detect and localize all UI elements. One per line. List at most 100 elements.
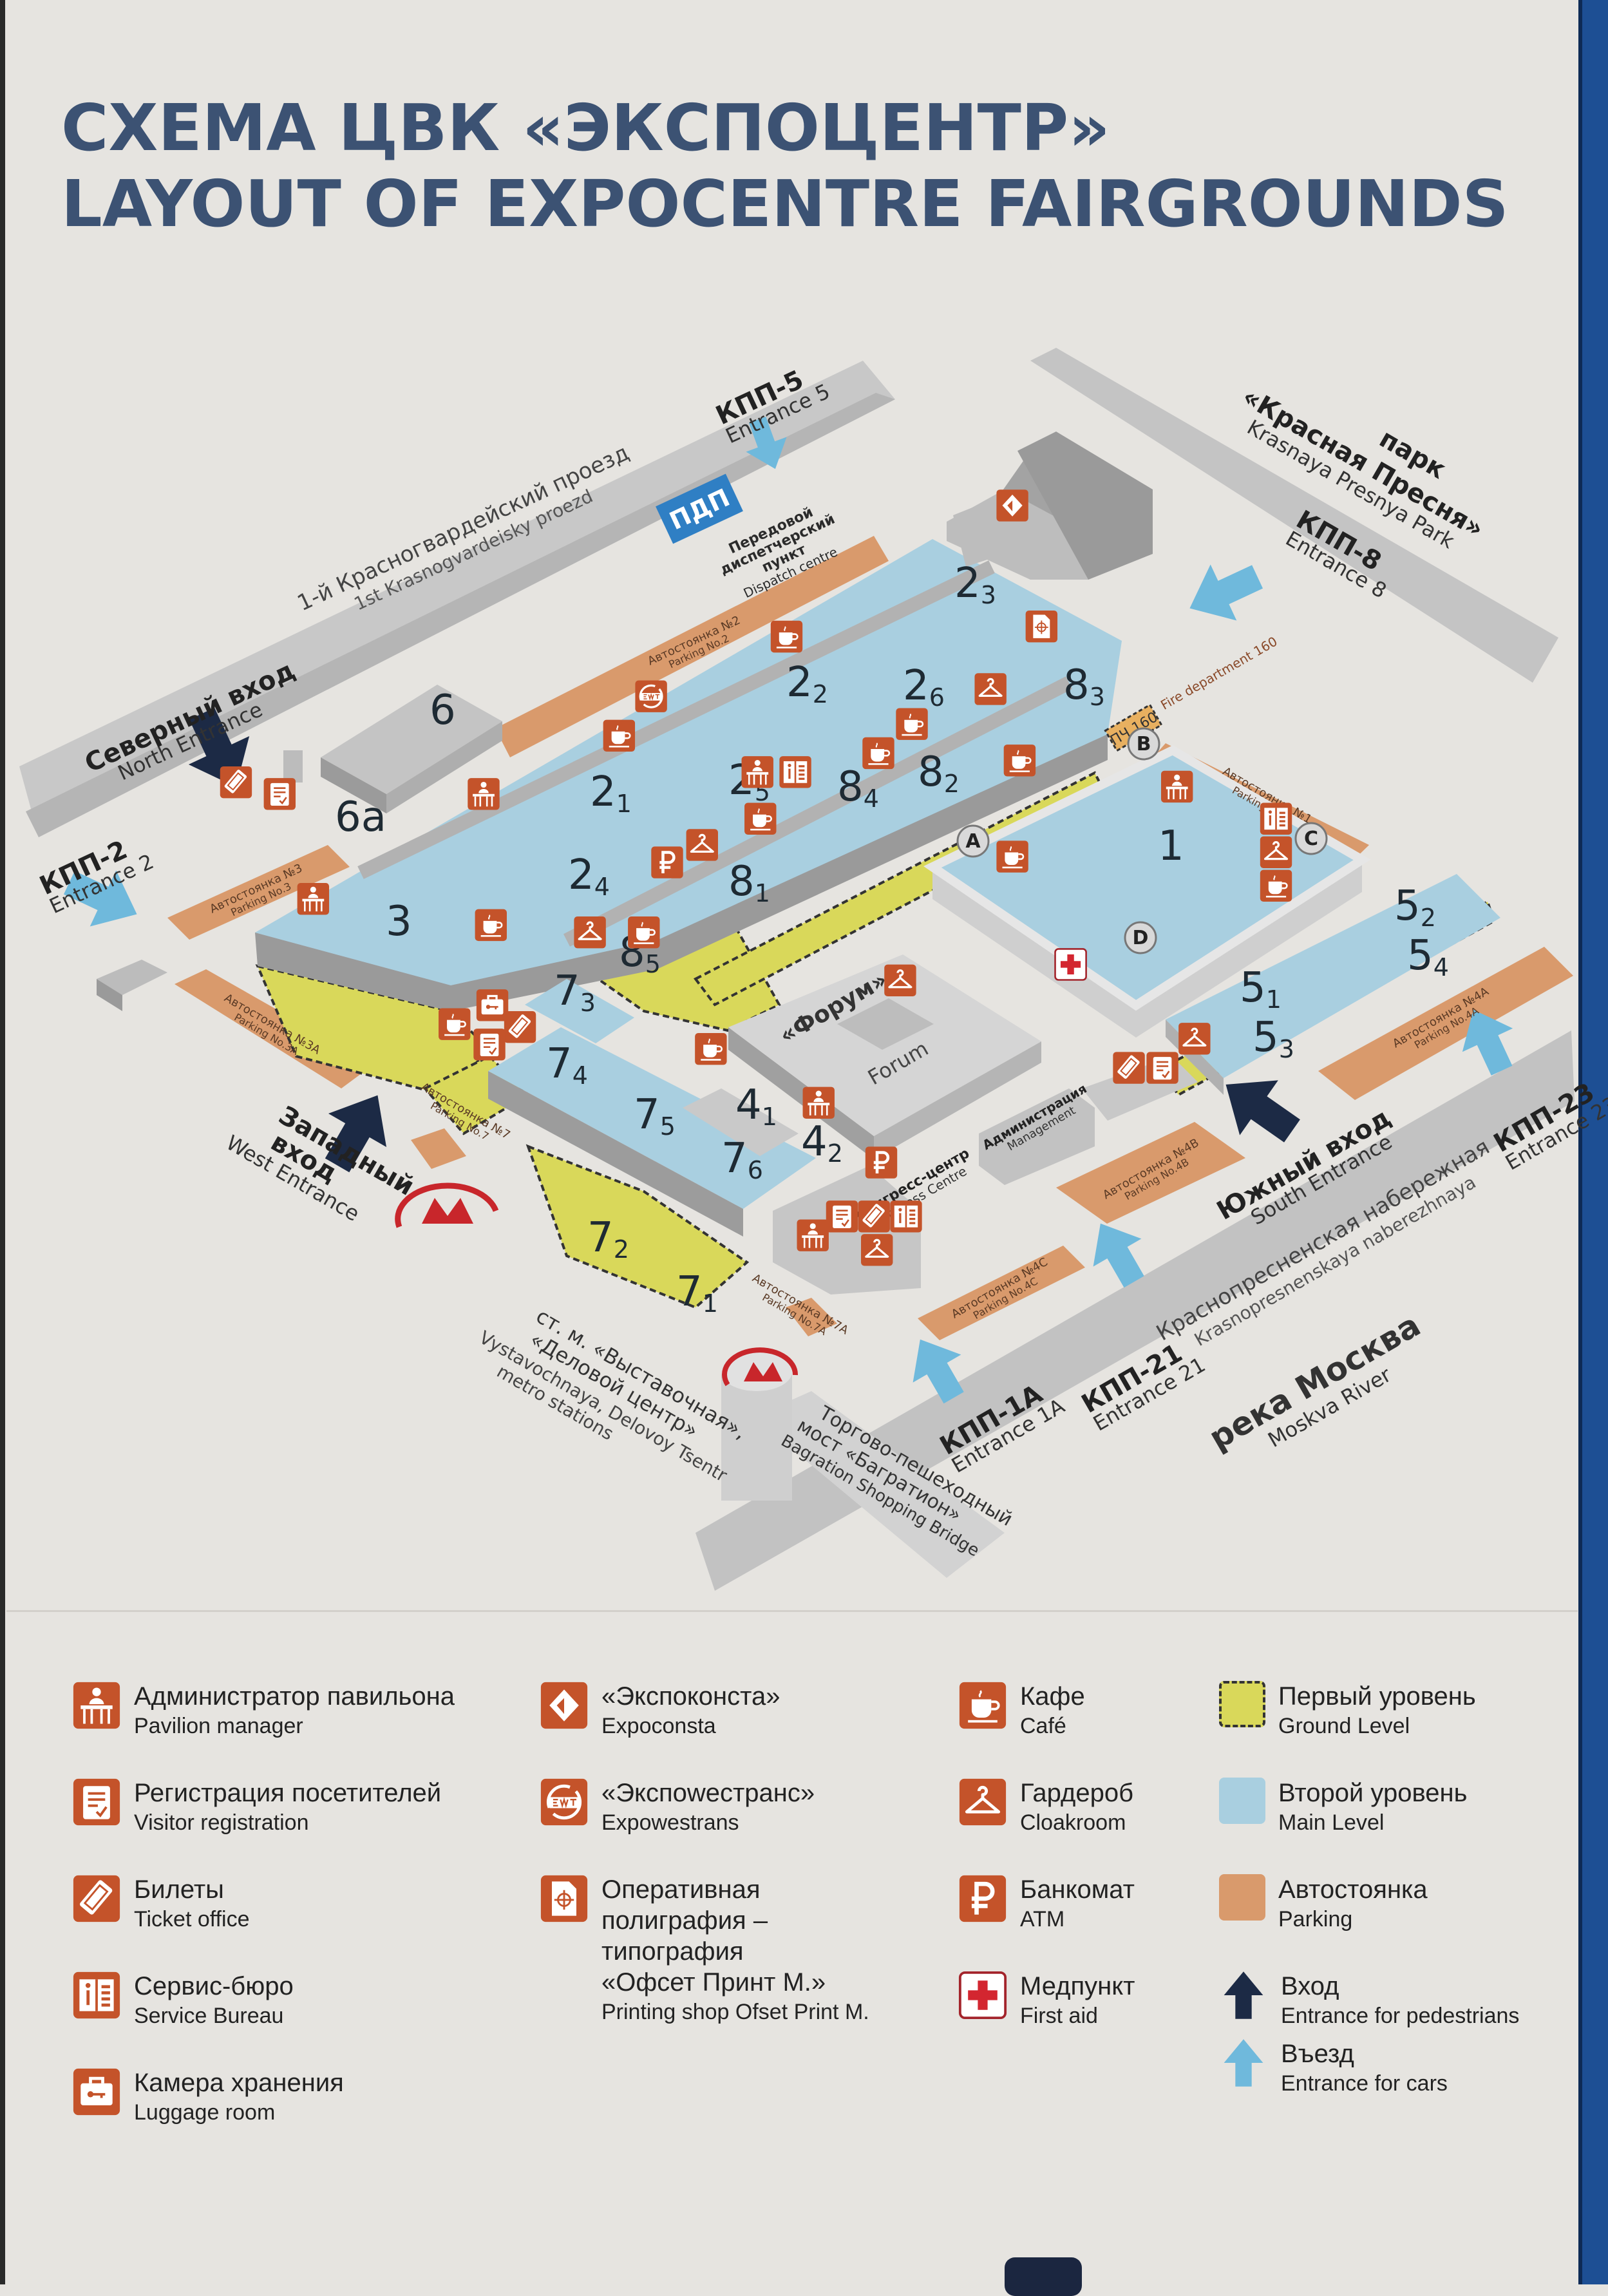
expoconsta-icon — [540, 1681, 589, 1730]
bridge — [721, 1352, 1005, 1578]
title-ru: СХЕМА ЦВК «ЭКСПОЦЕНТР» — [61, 90, 1110, 166]
pavilion-number-p8_3: 83 — [1063, 661, 1105, 711]
printing-icon — [540, 1874, 589, 1923]
pavilion-number-p7_6: 76 — [721, 1135, 763, 1184]
pavilion-number-p7_2: 72 — [587, 1214, 629, 1264]
cafe-icon — [996, 840, 1030, 874]
parking-swatch — [1219, 1874, 1265, 1921]
pavilion-manager-icon — [741, 755, 775, 789]
expoconsta-icon — [996, 489, 1028, 522]
pavilion-number-p5_2: 52 — [1394, 882, 1436, 932]
title-en: LAYOUT OF EXPOCENTRE FAIRGROUNDS — [61, 166, 1509, 242]
forum-building — [728, 954, 1041, 1159]
hanger-icon — [883, 963, 917, 998]
cafe-icon — [474, 908, 508, 942]
hanger-icon — [1259, 835, 1293, 869]
pavilion-number-p2_2: 22 — [786, 659, 828, 708]
service-bureau-icon — [889, 1199, 923, 1233]
ewt-icon — [540, 1778, 589, 1826]
ewt-icon — [634, 679, 668, 714]
visitor-registration-icon — [825, 1199, 859, 1233]
pavilion-number-p2_4: 24 — [568, 851, 610, 901]
pavilion-number-p6: 6 — [430, 687, 456, 734]
pavilion-number-p2_1: 21 — [590, 768, 632, 818]
pavilion-number-p2_6: 26 — [903, 662, 945, 712]
hanger-icon — [974, 672, 1008, 706]
metro-icon — [395, 1182, 499, 1228]
luggage-icon — [475, 988, 509, 1022]
pavilion-manager-icon — [466, 777, 500, 811]
legend-expoconsta: «Экспоконста»Expoconsta — [540, 1681, 780, 1740]
pavilion-number-p7_3: 73 — [554, 967, 596, 1017]
pavilion-1-entry-c: C — [1304, 828, 1318, 850]
pavilion-number-p7_4: 74 — [546, 1040, 588, 1090]
cafe-icon — [958, 1681, 1007, 1730]
pavilion-number-p4_1: 41 — [735, 1081, 777, 1131]
pavilion-7 — [488, 979, 816, 1237]
fairground-map: ПДП Передовой диспетчерский пункт Dispat… — [19, 348, 1608, 1591]
visitor-registration-icon — [473, 1027, 507, 1061]
printing-icon — [1025, 609, 1059, 643]
entry-marker — [1124, 921, 1157, 954]
cafe-icon — [602, 719, 636, 753]
pavilion-number-p7_1: 71 — [676, 1268, 718, 1318]
service-bureau-icon — [1259, 802, 1293, 836]
arrow-up-icon — [1224, 2039, 1263, 2087]
hanger-icon — [1177, 1021, 1211, 1056]
cafe-icon — [1003, 743, 1037, 777]
ticket-icon — [503, 1010, 537, 1044]
pavilion-number-p5_3: 53 — [1253, 1014, 1294, 1063]
river-label: река Москва Moskva River — [1203, 1306, 1427, 1457]
cafe-icon — [770, 620, 804, 654]
pavilion-number-p5_1: 51 — [1240, 964, 1282, 1014]
poster-frame — [1578, 0, 1608, 2284]
parking-7-area — [411, 1128, 466, 1169]
dispatch-centre: ПДП — [656, 473, 743, 544]
road-embankment — [695, 1030, 1575, 1591]
kpp8-arrow — [1177, 548, 1271, 637]
visitor-registration-icon — [72, 1778, 121, 1826]
hanger-icon — [958, 1778, 1007, 1826]
visitor-registration-icon — [263, 777, 297, 811]
pavilion-manager-icon — [1160, 770, 1194, 804]
pavilion-number-p8_1: 81 — [728, 858, 770, 907]
cafe-icon — [861, 736, 895, 770]
phone-icon — [1005, 2257, 1082, 2296]
pavilion-numbers: 1212223242526341425152535466а71727374757… — [335, 560, 1449, 1318]
hanger-icon — [573, 915, 607, 949]
ruble-icon — [958, 1874, 1007, 1923]
first-aid-icon — [958, 1971, 1007, 2020]
pavilion-manager-icon — [72, 1681, 121, 1730]
pavilion-number-p6a: 6а — [335, 793, 386, 841]
small-structures — [97, 750, 303, 1011]
cafe-icon — [895, 707, 929, 741]
pavilion-number-p8_4: 84 — [837, 763, 879, 813]
pavilion-number-p4_2: 42 — [801, 1118, 843, 1168]
entry-marker — [956, 824, 990, 858]
poster-edge — [0, 0, 5, 2284]
legend-divider — [6, 1610, 1578, 1612]
ruble-icon — [865, 1146, 897, 1178]
service-bureau-icon — [72, 1971, 121, 2020]
road-park — [1030, 348, 1558, 683]
pavilion-manager-icon — [802, 1086, 836, 1120]
pavilion-number-p5_4: 54 — [1407, 932, 1449, 982]
ticket-icon — [72, 1874, 121, 1923]
hanger-icon — [685, 828, 719, 862]
entry-marker — [1294, 822, 1328, 855]
metro-icon-bridge — [722, 1347, 799, 1387]
cafe-icon — [437, 1007, 471, 1041]
hanger-icon — [860, 1233, 894, 1267]
svg-text:«Красная Пресня»: «Красная Пресня» — [1237, 382, 1488, 544]
parking-4c-area — [918, 1246, 1085, 1340]
